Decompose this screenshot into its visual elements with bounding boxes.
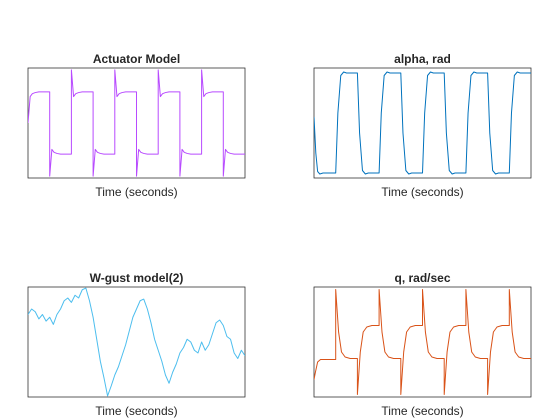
series-line <box>28 287 245 397</box>
x-axis-label: Time (seconds) <box>381 404 463 418</box>
x-axis-label: Time (seconds) <box>95 185 177 199</box>
plot-title: q, rad/sec <box>394 271 450 285</box>
series-line <box>314 71 531 175</box>
series-line <box>314 289 531 395</box>
plot-title: W-gust model(2) <box>90 271 184 285</box>
plot-frame <box>27 286 246 398</box>
x-axis-label: Time (seconds) <box>95 404 177 418</box>
subplot-actuator-model: Actuator Model Time (seconds) <box>27 52 246 199</box>
series-line <box>28 69 245 177</box>
x-axis-label: Time (seconds) <box>381 185 463 199</box>
plot-title: alpha, rad <box>394 52 451 66</box>
subplot-q: q, rad/sec Time (seconds) <box>313 271 532 418</box>
plot-title: Actuator Model <box>93 52 180 66</box>
subplot-alpha: alpha, rad Time (seconds) <box>313 52 532 199</box>
subplot-w-gust: W-gust model(2) Time (seconds) <box>27 271 246 418</box>
